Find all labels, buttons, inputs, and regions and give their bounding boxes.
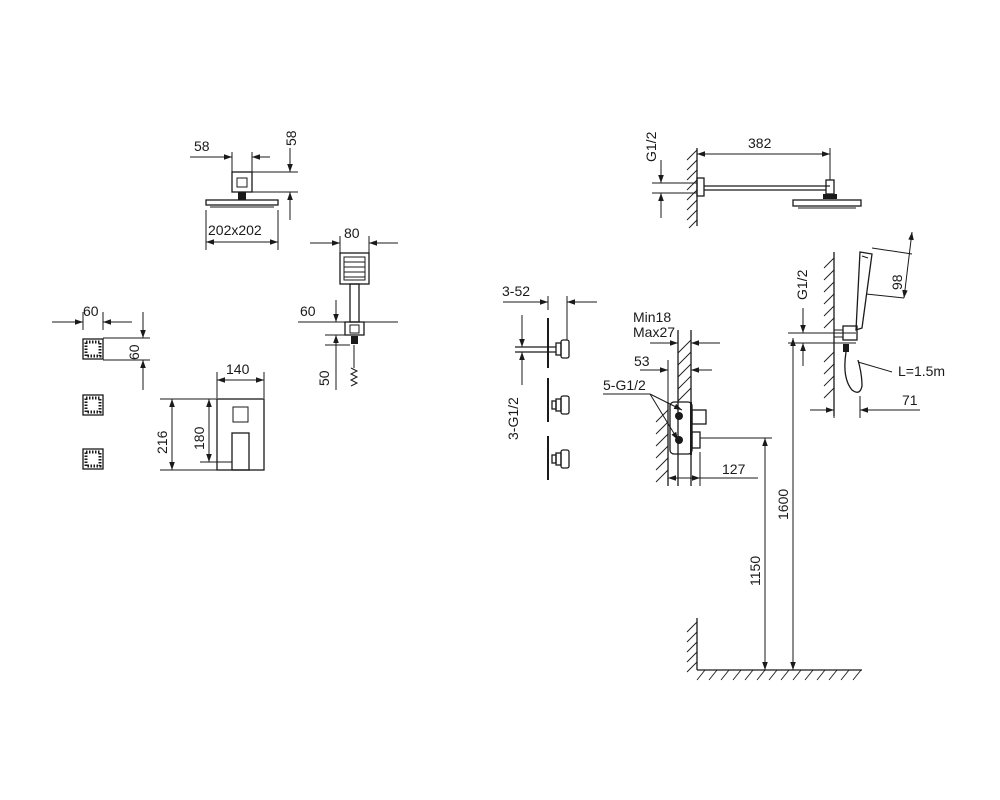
hose-length-label: L=1.5m (898, 363, 945, 379)
valve-height-label: 1150 (747, 556, 763, 586)
arm-thread-label: G1/2 (643, 131, 659, 162)
plate-height-inner-label: 180 (191, 426, 207, 450)
valve-outlets-label: 5-G1/2 (603, 377, 646, 393)
hand-offset-label: 60 (300, 303, 316, 319)
plate-height-outer-label: 216 (154, 430, 170, 454)
valve-section-drawing: Min18 Max27 53 5-G1/2 (603, 309, 772, 486)
jets-spacing-label: 3-52 (502, 283, 530, 299)
hand-holder-label: 50 (316, 370, 332, 386)
jet-height-label: 60 (126, 344, 142, 360)
valve-depth-label: 53 (634, 353, 650, 369)
hand-width-label: 80 (344, 225, 360, 241)
wall-arm-drawing: 382 G1/2 (643, 131, 862, 229)
jets-side-drawing: 3-52 3-G1/2 (502, 283, 597, 480)
head-height-label: 58 (283, 130, 299, 146)
head-width-label: 58 (194, 138, 210, 154)
arm-length-label: 382 (748, 135, 772, 151)
valve-plate-drawing: 140 216 180 (154, 361, 265, 471)
valve-projection-label: 127 (722, 461, 746, 477)
wall-min-label: Min18 (633, 309, 671, 325)
holder-size-label: 98 (889, 274, 905, 290)
body-jet-2 (82, 394, 104, 416)
hose-thread-label: G1/2 (794, 269, 810, 300)
shower-head-drawing: 58 58 202x202 (190, 130, 299, 250)
body-jet-3 (82, 448, 104, 470)
arm-height-label: 1600 (775, 489, 791, 520)
plate-width-label: 140 (226, 361, 250, 377)
body-jet-1 (82, 338, 104, 360)
wall-max-label: Max27 (633, 324, 675, 340)
body-jets-drawing: 60 60 (52, 303, 150, 470)
jets-thread-label: 3-G1/2 (505, 397, 521, 440)
hand-shower-drawing: 80 60 50 (298, 225, 398, 390)
holder-drawing: G1/2 L=1.5m 98 71 (788, 231, 945, 418)
holder-projection-label: 71 (902, 392, 918, 408)
jet-width-label: 60 (83, 303, 99, 319)
floor-elevation-drawing: 1150 1600 (686, 338, 862, 681)
head-size-label: 202x202 (208, 222, 262, 238)
